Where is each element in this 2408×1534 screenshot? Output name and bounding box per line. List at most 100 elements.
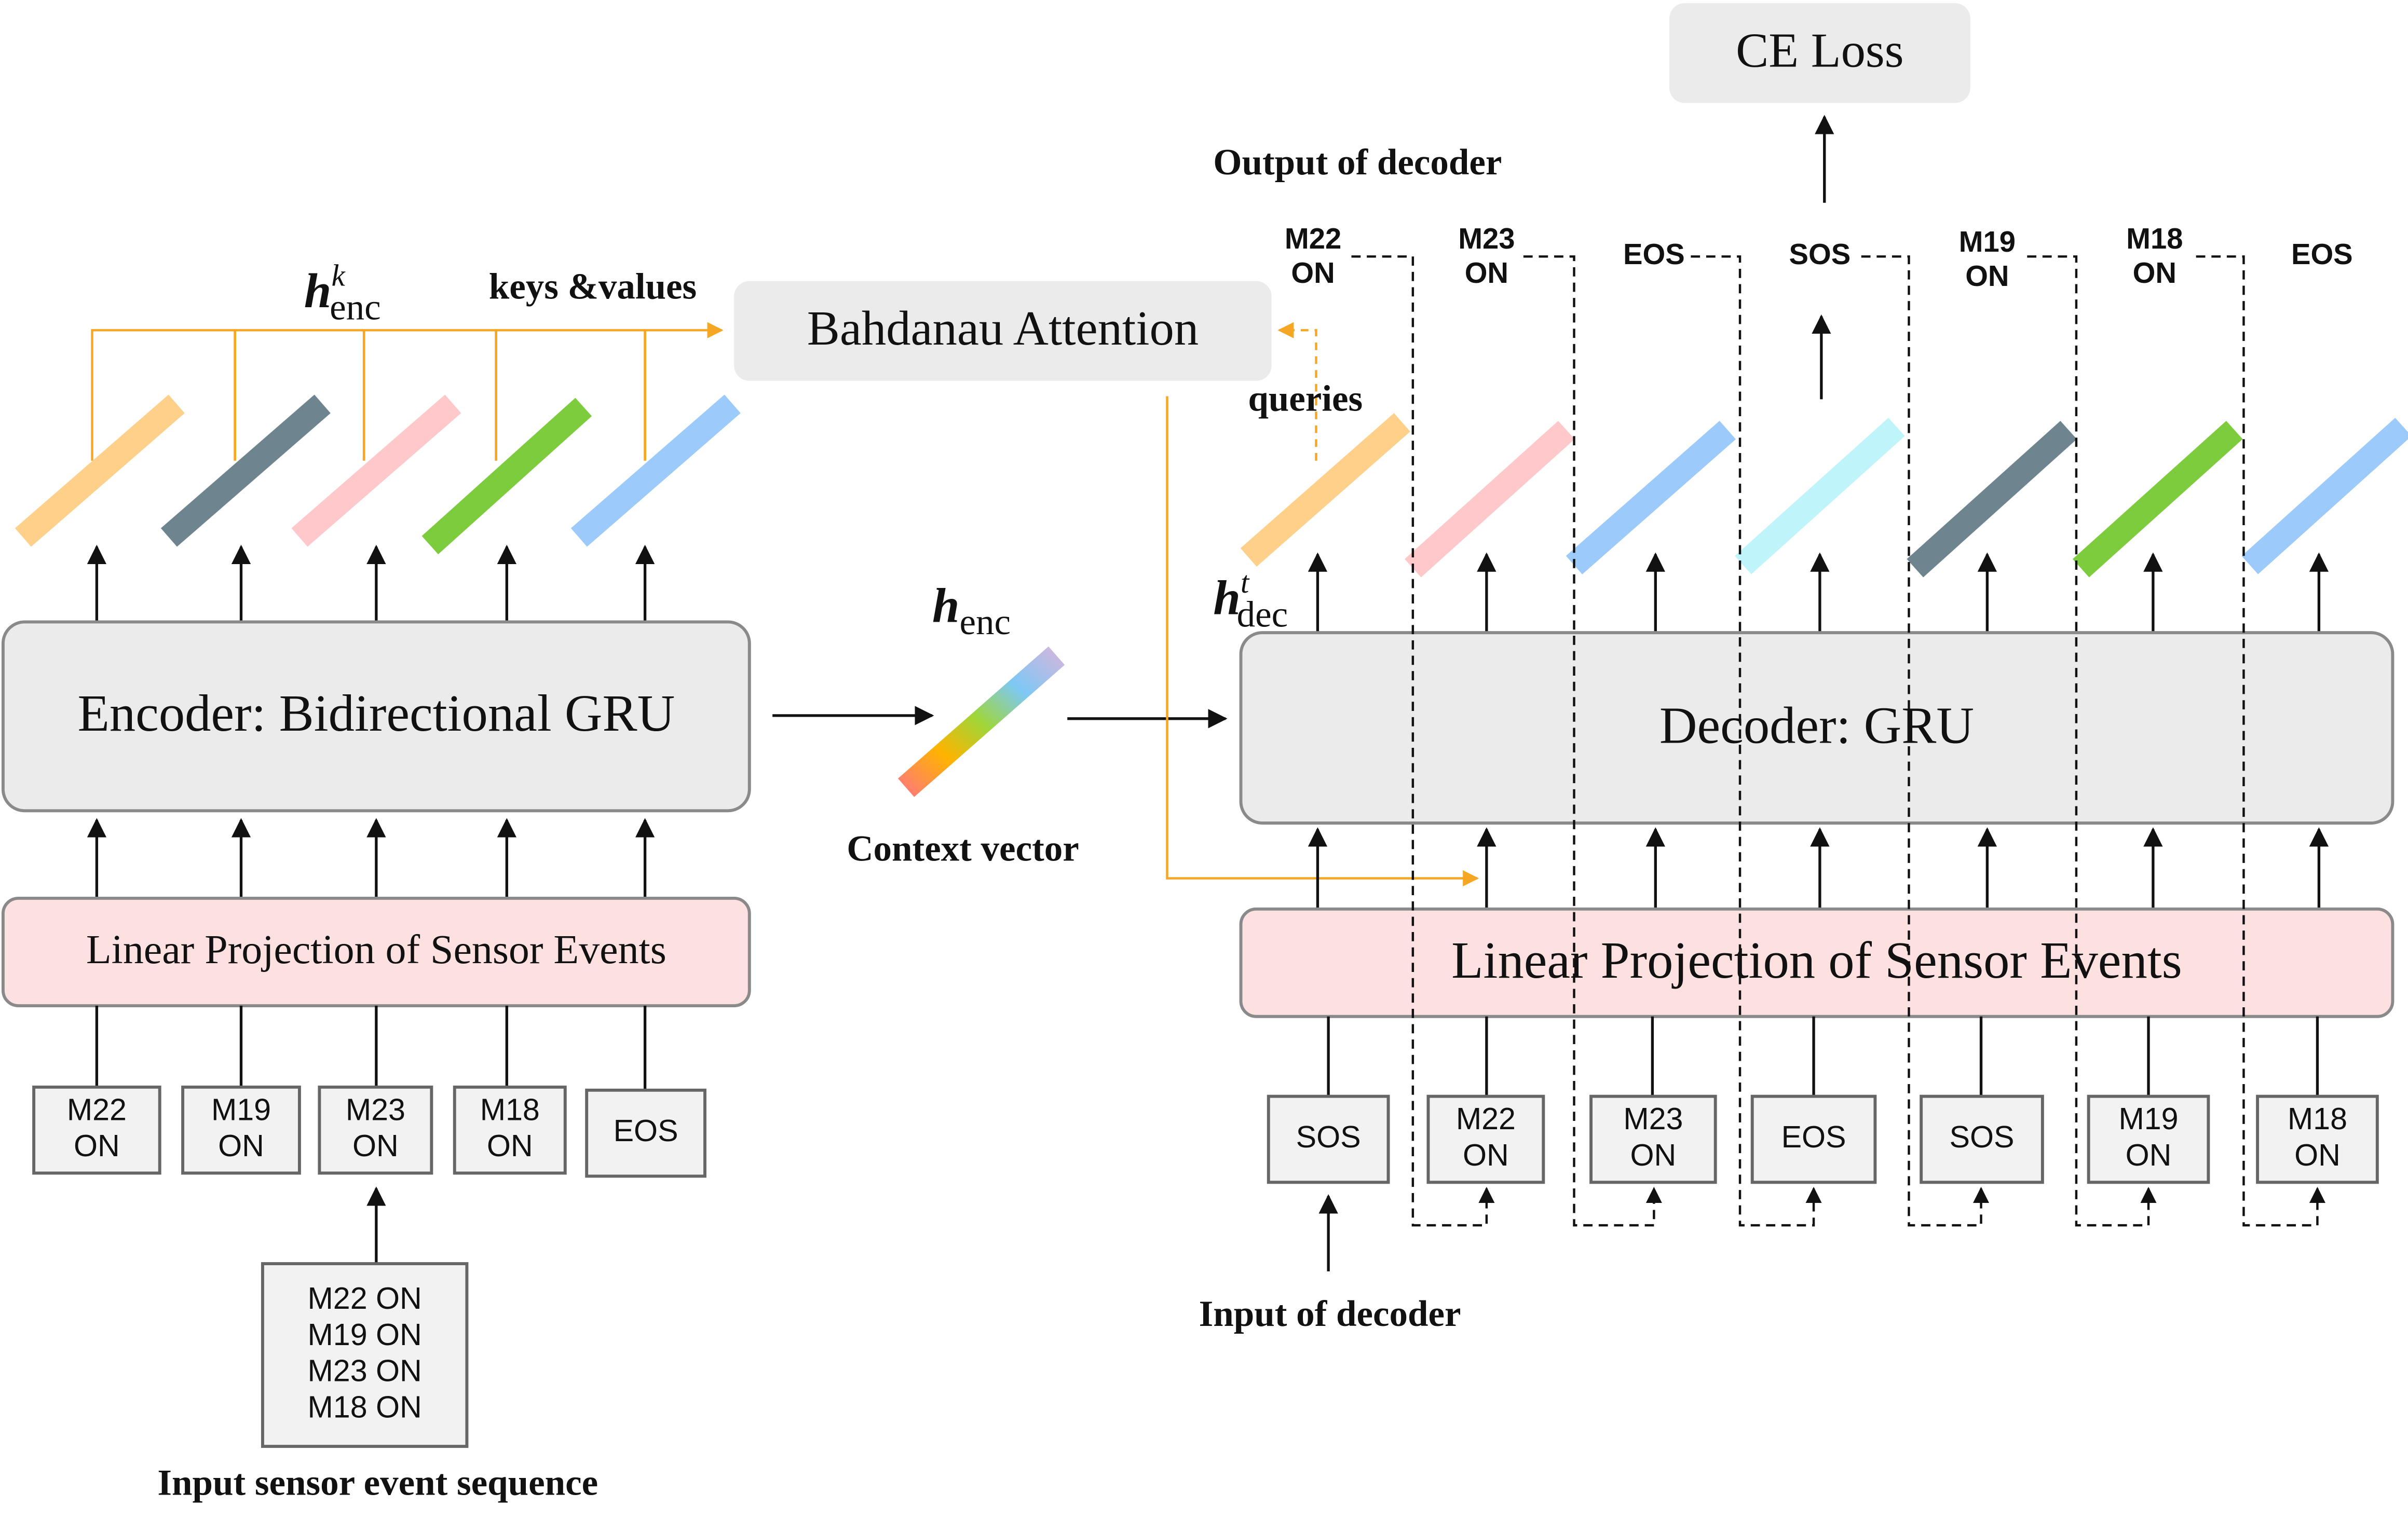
input-of-decoder-label: Input of decoder (1199, 1294, 1461, 1334)
token-line: ON (487, 1128, 533, 1163)
decoder-input-token: EOS (1750, 1094, 1877, 1184)
token-box (261, 1262, 469, 1448)
token-line: M18 (480, 1092, 540, 1127)
token-box (318, 1085, 433, 1175)
token-line: EOS (1781, 1119, 1846, 1154)
token-box (1920, 1094, 2044, 1184)
decoder-output-token: EOS (1623, 238, 1685, 270)
decoder-hidden-state-bar (1735, 418, 1905, 574)
token-line: ON (1465, 256, 1508, 289)
token-line: EOS (2291, 238, 2353, 270)
decoder-hidden-state-bar (2241, 418, 2408, 574)
token-line: ON (218, 1128, 264, 1163)
token-line: SOS (1950, 1119, 2015, 1154)
decoder-output-token: SOS (1789, 238, 1851, 270)
h-symbol: h (932, 579, 960, 633)
token-box (2256, 1094, 2379, 1184)
subscript-dec: dec (1237, 594, 1288, 635)
token-line: M18 ON (308, 1389, 422, 1424)
input-sequence-label: Input sensor event sequence (157, 1462, 598, 1503)
token-line: M23 (1623, 1101, 1683, 1136)
decoder-linear-projection-box (1239, 907, 2395, 1018)
decoder-label: Decoder: GRU (1659, 696, 1974, 755)
token-line: M23 (1458, 222, 1515, 255)
token-line: ON (352, 1128, 399, 1163)
decoder-hidden-state-bar (1566, 420, 1736, 574)
encoder-box (1, 620, 751, 813)
token-line: EOS (614, 1113, 678, 1148)
token-line: M19 (211, 1092, 271, 1127)
token-line: M22 ON (308, 1281, 422, 1316)
decoder-input-token: SOS (1267, 1094, 1390, 1184)
bahdanau-attention-box (734, 281, 1272, 381)
decoder-box (1239, 631, 2395, 825)
token-line: M19 ON (308, 1317, 422, 1352)
token-line: SOS (1296, 1119, 1361, 1154)
decoder-hidden-state-bar (1907, 421, 2077, 578)
output-of-decoder-label: Output of decoder (1213, 142, 1502, 183)
encoder-linear-projection-label: Linear Projection of Sensor Events (86, 927, 666, 973)
decoder-linear-projection-label: Linear Projection of Sensor Events (1451, 931, 2182, 989)
teacher-forcing-dashed-loop (1351, 255, 1495, 1227)
teacher-forcing-dashed-loop (2196, 255, 2325, 1227)
decoder-input-token: SOS (1920, 1094, 2044, 1184)
token-line: ON (2294, 1138, 2341, 1172)
ce-loss-label: CE Loss (1736, 23, 1903, 77)
bahdanau-attention-label: Bahdanau Attention (807, 302, 1199, 355)
subscript-enc: enc (330, 287, 381, 328)
decoder-output-token: EOS (2291, 238, 2353, 270)
token-box (585, 1088, 706, 1178)
token-box (1589, 1094, 1717, 1184)
token-line: M19 (1959, 225, 2016, 258)
token-box (453, 1085, 567, 1175)
token-line: M22 (67, 1092, 127, 1127)
token-line: M22 (1285, 222, 1341, 255)
token-line: ON (1630, 1138, 1677, 1172)
attention-context-line (1166, 396, 1479, 887)
encoder-hidden-state-bar (421, 398, 592, 555)
keys-values-line (91, 322, 724, 461)
queries-label: queries (1248, 379, 1363, 419)
h-symbol: h (1213, 571, 1241, 625)
context-vector-label: Context vector (847, 828, 1079, 869)
token-line: M18 (2126, 222, 2183, 255)
queries-line (1277, 322, 1317, 461)
encoder-hidden-state-bar (15, 394, 185, 547)
token-line: M22 (1456, 1101, 1516, 1136)
encoder-hidden-state-bar (291, 394, 461, 547)
keys-values-label: keys &values (489, 267, 697, 307)
token-box (1750, 1094, 1877, 1184)
token-line: M23 (346, 1092, 405, 1127)
encoder-input-token: EOS (585, 1088, 706, 1178)
subscript-enc: enc (959, 602, 1011, 642)
superscript-k: k (331, 258, 346, 292)
token-box (1426, 1094, 1545, 1184)
teacher-forcing-dashed-loop (2027, 255, 2157, 1227)
token-box (32, 1085, 161, 1175)
token-line: M18 (2288, 1101, 2347, 1136)
superscript-t: t (1241, 565, 1250, 599)
decoder-hidden-state-bar (2072, 421, 2243, 578)
token-box (181, 1085, 301, 1175)
encoder-label: Encoder: Bidirectional GRU (77, 684, 675, 742)
token-line: ON (1463, 1138, 1509, 1172)
token-line: M19 (2118, 1101, 2178, 1136)
token-line: M23 ON (308, 1353, 422, 1388)
context-vector-bar (897, 646, 1065, 797)
token-box (1267, 1094, 1390, 1184)
ce-loss-box (1669, 3, 1970, 103)
token-line: ON (1965, 259, 2009, 292)
teacher-forcing-dashed-loop (1691, 255, 1822, 1227)
